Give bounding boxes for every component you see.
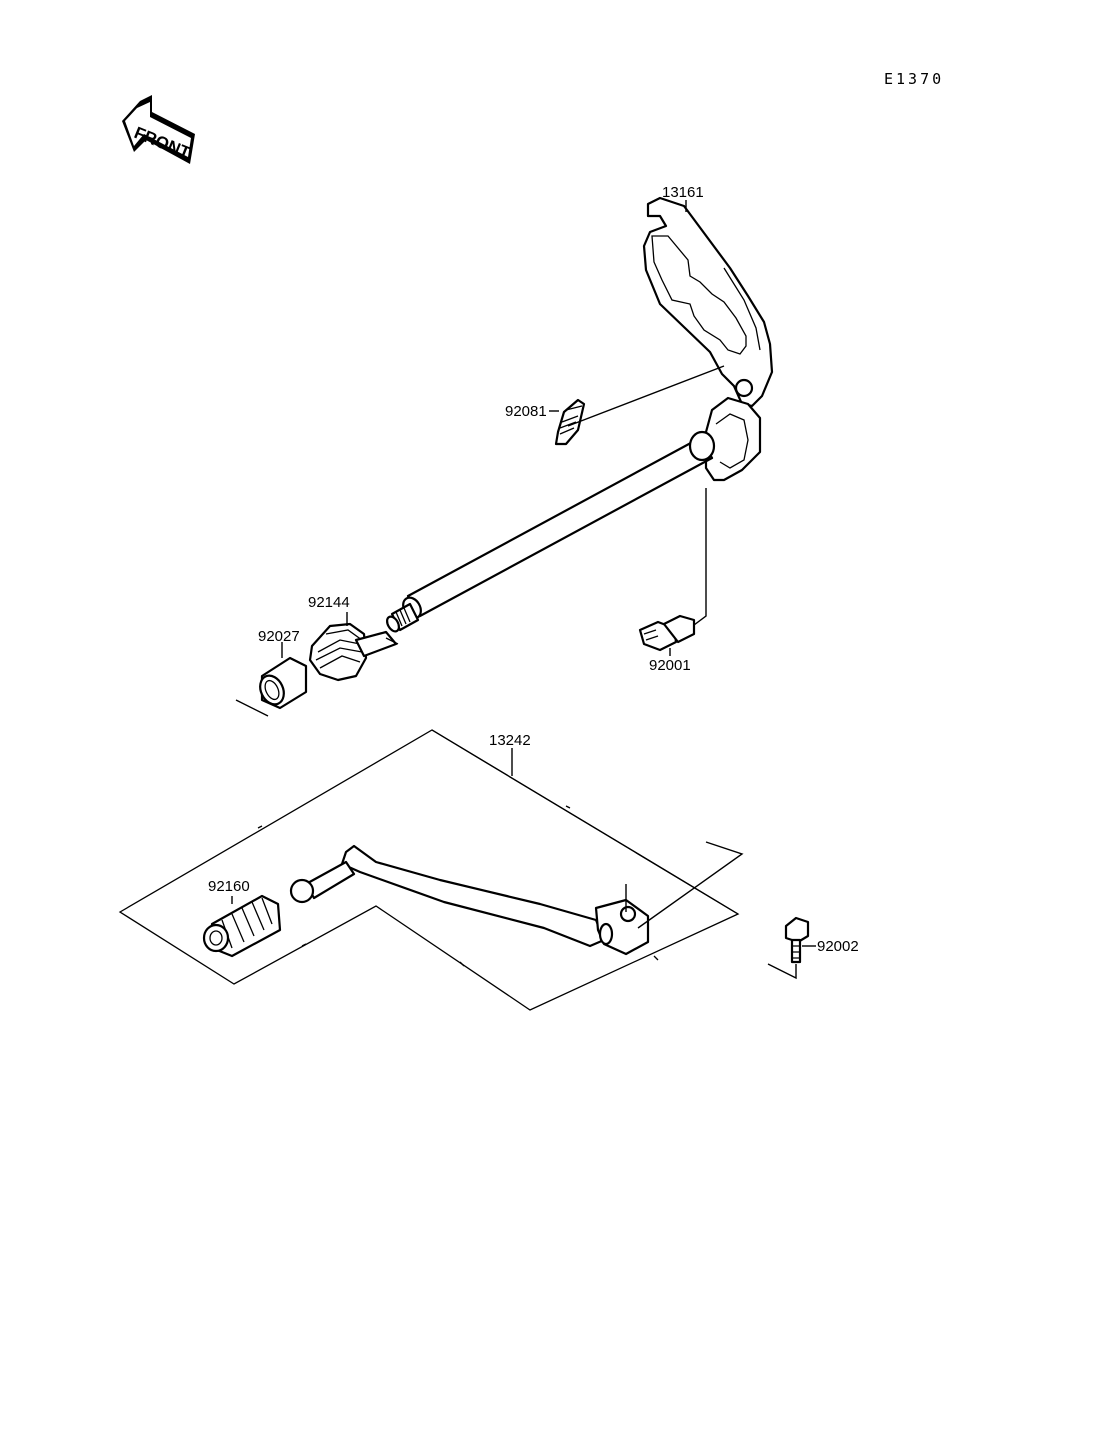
- label-13161: 13161: [662, 184, 704, 201]
- front-arrow-icon: FRONT: [122, 95, 195, 164]
- label-92144: 92144: [308, 594, 350, 611]
- diagram-code: E1370: [884, 70, 944, 88]
- spring-92081: [554, 365, 725, 446]
- collar-92027: [259, 656, 308, 710]
- pedal-rubber-92160: [202, 894, 282, 958]
- label-92027: 92027: [258, 628, 300, 645]
- label-13242: 13242: [489, 732, 531, 749]
- label-92160: 92160: [208, 878, 250, 895]
- shift-pedal-13242: [289, 841, 744, 956]
- return-spring-92144: [308, 622, 399, 682]
- label-92081: 92081: [505, 403, 547, 420]
- shift-shaft-13161: [386, 196, 774, 633]
- bolt-92002: [767, 916, 810, 980]
- label-92002: 92002: [817, 938, 859, 955]
- pedal-group-box-13242: [118, 729, 740, 1011]
- pin-92001: [638, 488, 707, 652]
- label-92001: 92001: [649, 657, 691, 674]
